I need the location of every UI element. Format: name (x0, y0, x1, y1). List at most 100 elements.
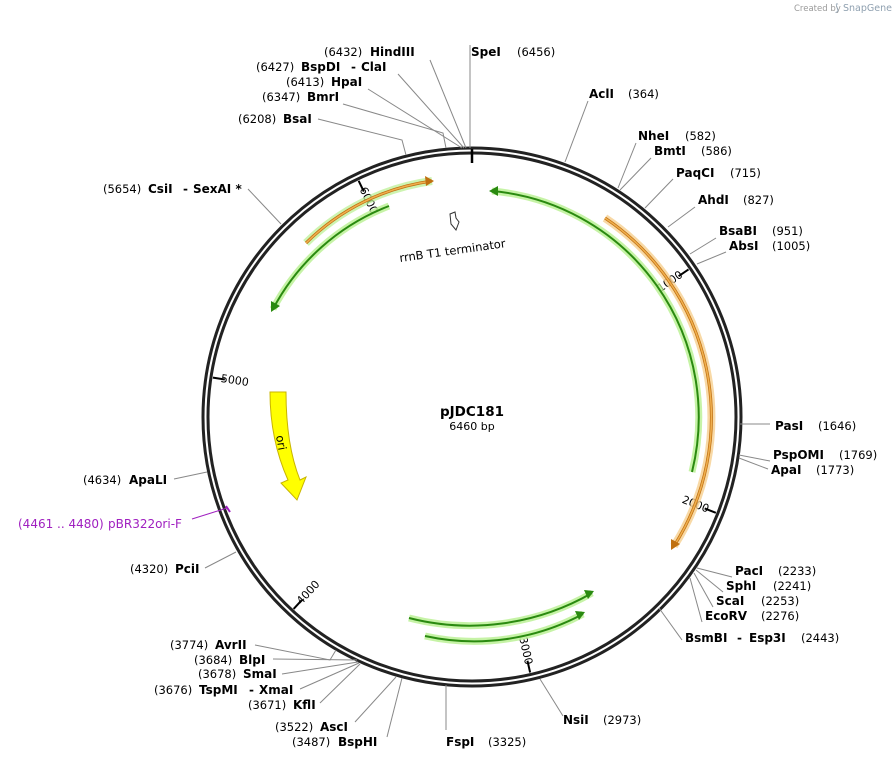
green-feature-top-left-stroke (272, 205, 390, 310)
green-feature-bottom-outer-arrow (584, 590, 594, 599)
leader-ecorv (689, 577, 703, 623)
leader-ahdi (667, 206, 696, 228)
site-name-blpi[interactable]: BlpI (239, 653, 265, 667)
site-name-paci[interactable]: PacI (735, 564, 763, 578)
site-pos-nhei: (582) (685, 129, 716, 143)
tick-mark-6000 (357, 180, 365, 193)
site-pos-spei: (6456) (517, 45, 555, 59)
leader-paci (696, 567, 733, 578)
leader-nhei (617, 142, 637, 189)
site-name-clai[interactable]: ClaI (361, 60, 386, 74)
tick-label-3000: 3000 (516, 636, 535, 666)
site-name-absi[interactable]: AbsI (729, 239, 758, 253)
leader-bmri (342, 103, 447, 149)
site-name-apali[interactable]: ApaLI (129, 473, 167, 487)
site-name-nhei[interactable]: NheI (638, 129, 669, 143)
site-pos-blpi: (3684) (194, 653, 232, 667)
site-pos-paqci: (715) (730, 166, 761, 180)
tick-label-4000: 4000 (294, 578, 323, 607)
site-name-smai[interactable]: SmaI (243, 667, 277, 681)
site-separator-tspmi: - (249, 683, 254, 697)
site-name-spei[interactable]: SpeI (471, 45, 501, 59)
site-pos-scai: (2253) (761, 594, 799, 608)
site-name-apai[interactable]: ApaI (771, 463, 801, 477)
site-name-tspmi[interactable]: TspMI (199, 683, 238, 697)
site-name-nsii[interactable]: NsiI (563, 713, 589, 727)
tick-mark-3000 (526, 660, 532, 673)
site-pos-bspdi: (6427) (256, 60, 294, 74)
site-pos-bmri: (6347) (262, 90, 300, 104)
site-labels: SpeI (6456) (6432) HindIII (6427) BspDI … (83, 45, 877, 749)
site-name-paqci[interactable]: PaqCI (676, 166, 714, 180)
site-name-bmti[interactable]: BmtI (654, 144, 686, 158)
site-pos-kfli: (3671) (248, 698, 286, 712)
leader-pcii (204, 551, 237, 569)
site-separator-csii: - (183, 182, 188, 196)
site-name-bsabi[interactable]: BsaBI (719, 224, 757, 238)
site-name-xmai[interactable]: XmaI (259, 683, 293, 697)
site-name-hindiii[interactable]: HindIII (370, 45, 415, 59)
features: ori rrnB T1 terminator (269, 176, 716, 645)
primer-marker (225, 505, 231, 513)
site-name-sphi[interactable]: SphI (726, 579, 756, 593)
site-pos-csii: (5654) (103, 182, 141, 196)
site-name-bsai[interactable]: BsaI (283, 112, 312, 126)
credit-prefix: Created by (794, 4, 841, 14)
site-pos-ecorv: (2276) (761, 609, 799, 623)
tick-mark-2000 (704, 507, 717, 514)
green-feature-bottom-outer-stroke (408, 592, 593, 627)
leader-scai (693, 572, 714, 608)
site-name-avrii[interactable]: AvrII (215, 638, 247, 652)
credit-brand: SnapGene (843, 3, 892, 14)
site-pos-absi: (1005) (772, 239, 810, 253)
site-name-esp3i[interactable]: Esp3I (749, 631, 786, 645)
backbone (201, 146, 743, 688)
site-pos-bmti: (586) (701, 144, 732, 158)
site-pos-pcii: (4320) (130, 562, 168, 576)
leader-nsii (539, 678, 564, 717)
site-name-bsphi[interactable]: BspHI (338, 735, 377, 749)
backbone-outer-circle (201, 146, 743, 688)
site-name-bsmbi[interactable]: BsmBI (685, 631, 727, 645)
site-name-acli[interactable]: AclI (589, 87, 614, 101)
green-feature-bottom-inner-stroke (424, 613, 584, 643)
tick-mark-1000 (678, 268, 690, 278)
site-name-kfli[interactable]: KflI (293, 698, 316, 712)
site-pos-sphi: (2241) (773, 579, 811, 593)
orange-feature-right-arrow (671, 539, 680, 550)
site-pos-bsabi: (951) (772, 224, 803, 238)
primer-annotation: (4461 .. 4480) pBR322ori-F (18, 505, 231, 531)
leader-bsphi (386, 677, 403, 738)
site-pos-pspomi: (1769) (839, 448, 877, 462)
orange-feature-top-left-arrow (425, 176, 434, 186)
site-name-hpai[interactable]: HpaI (331, 75, 362, 89)
site-name-pspomi[interactable]: PspOMI (773, 448, 824, 462)
plasmid-name: pJDC181 (440, 404, 504, 420)
site-name-sexai[interactable]: SexAI * (193, 182, 242, 196)
site-name-csii[interactable]: CsiI (148, 182, 173, 196)
leader-sphi (695, 569, 724, 593)
leader-claI (397, 73, 465, 149)
site-name-asci[interactable]: AscI (320, 720, 348, 734)
site-name-ecorv[interactable]: EcoRV (705, 609, 748, 623)
tick-mark-5000 (212, 376, 225, 381)
site-name-bspdi[interactable]: BspDI (301, 60, 340, 74)
site-name-pcii[interactable]: PciI (175, 562, 200, 576)
primer-range: (4461 .. 4480) (18, 517, 104, 531)
primer-name: pBR322ori-F (108, 517, 182, 531)
orange-feature-top-left-inner (305, 180, 433, 244)
site-name-bmri[interactable]: BmrI (307, 90, 339, 104)
leader-kfli (319, 663, 361, 704)
site-name-ahdi[interactable]: AhdI (698, 193, 729, 207)
site-name-fspi[interactable]: FspI (446, 735, 474, 749)
site-pos-asci: (3522) (275, 720, 313, 734)
site-pos-pasi: (1646) (818, 419, 856, 433)
terminator-label: rrnB T1 terminator (398, 236, 506, 265)
site-pos-tspmi: (3676) (154, 683, 192, 697)
site-pos-smai: (3678) (198, 667, 236, 681)
site-name-scai[interactable]: ScaI (716, 594, 744, 608)
site-name-pasi[interactable]: PasI (775, 419, 803, 433)
site-pos-nsii: (2973) (603, 713, 641, 727)
